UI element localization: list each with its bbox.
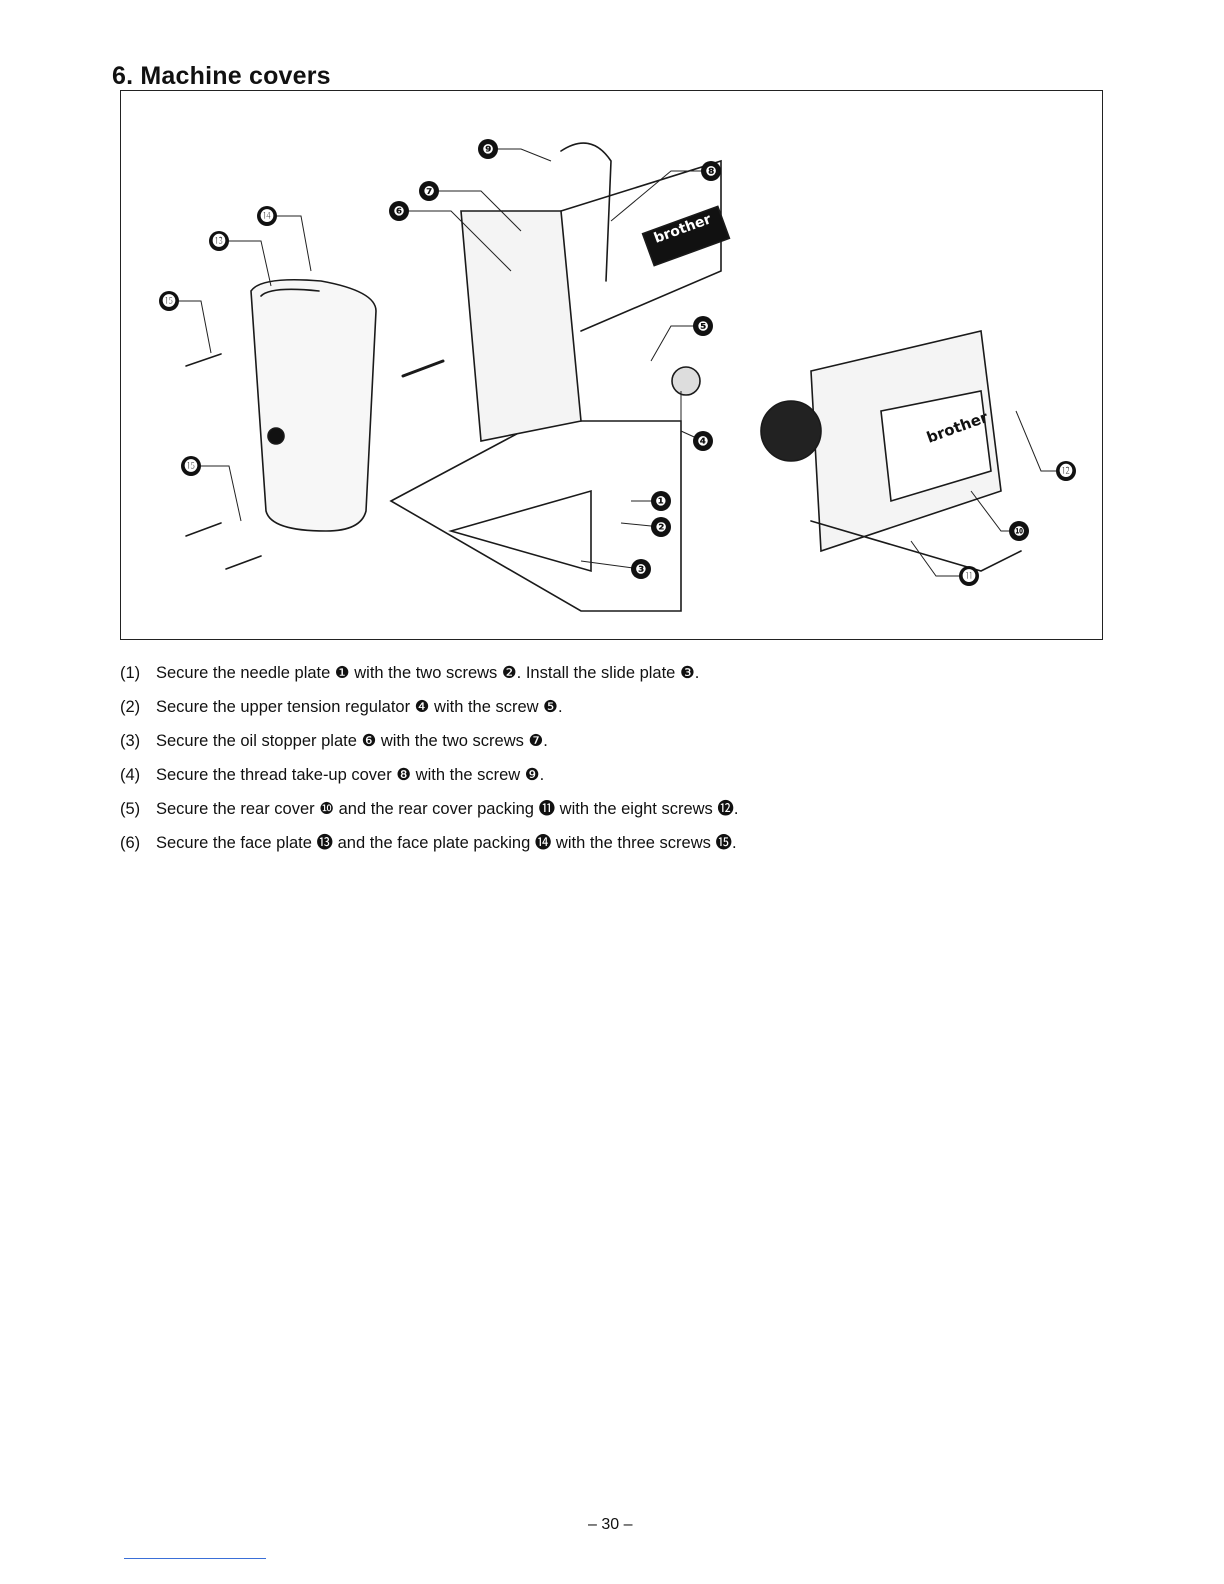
callout-13: ⓭ [209, 231, 229, 251]
callout-label: ❷ [655, 521, 666, 536]
callout-9: ❾ [478, 139, 498, 159]
machine-base-outline [810, 520, 1022, 572]
screw-outline [185, 353, 222, 367]
callout-label: ❾ [482, 143, 493, 158]
slide-plate-outline [448, 489, 592, 573]
page-number: – 30 – [588, 1516, 633, 1533]
callout-12: ⓬ [1056, 461, 1076, 481]
page-title: 6. Machine covers [112, 62, 331, 90]
callout-4: ❹ [693, 431, 713, 451]
step-number: (4) [120, 766, 141, 784]
callout-leaders [169, 148, 1066, 577]
rear-cover-packing-outline [880, 390, 992, 503]
face-plate-hole [267, 427, 285, 445]
step-number: (1) [120, 664, 141, 682]
step-3: (3) Secure the oil stopper plate ❻ with t… [120, 724, 738, 758]
footer-rule [124, 1558, 266, 1559]
callout-label: ⓮ [260, 209, 273, 225]
step-text: Secure the oil stopper plate ❻ with the … [156, 732, 548, 750]
step-4: (4) Secure the thread take-up cover ❽ wit… [120, 758, 738, 792]
callout-label: ❻ [393, 205, 404, 220]
assembly-arrow [401, 359, 445, 378]
screw-outline [225, 555, 262, 570]
screw-outline [185, 522, 222, 537]
callout-11: ⓫ [959, 566, 979, 586]
brand-band [641, 205, 731, 267]
callout-label: ❽ [705, 165, 716, 180]
face-plate-outline [250, 278, 377, 532]
step-text: Secure the upper tension regulator ❹ wit… [156, 698, 563, 716]
callout-1: ❶ [651, 491, 671, 511]
thread-take-up-cover-outline [560, 142, 612, 282]
callout-15: ⓯ [181, 456, 201, 476]
step-number: (3) [120, 732, 141, 750]
callout-label: ❼ [423, 185, 434, 200]
callout-label: ⓭ [212, 234, 225, 250]
step-number: (2) [120, 698, 141, 716]
callout-label: ⓯ [162, 294, 175, 310]
callout-label: ❿ [1013, 525, 1024, 540]
step-text: Secure the face plate ⓭ and the face pla… [156, 834, 737, 852]
callout-label: ⓬ [1059, 464, 1072, 480]
step-6: (6) Secure the face plate ⓭ and the face … [120, 826, 738, 860]
step-number: (6) [120, 834, 141, 852]
tension-regulator-outline [671, 366, 701, 396]
callout-2: ❷ [651, 517, 671, 537]
instruction-steps: (1) Secure the needle plate ❶ with the tw… [120, 656, 738, 860]
step-number: (5) [120, 800, 141, 818]
callout-6: ❻ [389, 201, 409, 221]
callout-label: ⓯ [184, 459, 197, 475]
callout-10: ❿ [1009, 521, 1029, 541]
callout-label: ❶ [655, 495, 666, 510]
step-text: Secure the thread take-up cover ❽ with t… [156, 766, 545, 784]
step-2: (2) Secure the upper tension regulator ❹ … [120, 690, 738, 724]
face-plate-packing-outline [260, 288, 320, 297]
callout-7: ❼ [419, 181, 439, 201]
step-text: Secure the needle plate ❶ with the two s… [156, 664, 700, 682]
machine-bed-outline [389, 420, 682, 612]
callout-label: ❹ [697, 435, 708, 450]
step-1: (1) Secure the needle plate ❶ with the tw… [120, 656, 738, 690]
callout-label: ⓫ [962, 569, 975, 585]
callout-8: ❽ [701, 161, 721, 181]
step-text: Secure the rear cover ❿ and the rear cov… [156, 800, 739, 818]
step-5: (5) Secure the rear cover ❿ and the rear … [120, 792, 738, 826]
callout-14: ⓮ [257, 206, 277, 226]
callout-15: ⓯ [159, 291, 179, 311]
callout-label: ❺ [697, 320, 708, 335]
callout-label: ❸ [635, 563, 646, 578]
callout-3: ❸ [631, 559, 651, 579]
handwheel-outline [760, 400, 822, 462]
machine-head-outline [460, 210, 582, 442]
callout-5: ❺ [693, 316, 713, 336]
